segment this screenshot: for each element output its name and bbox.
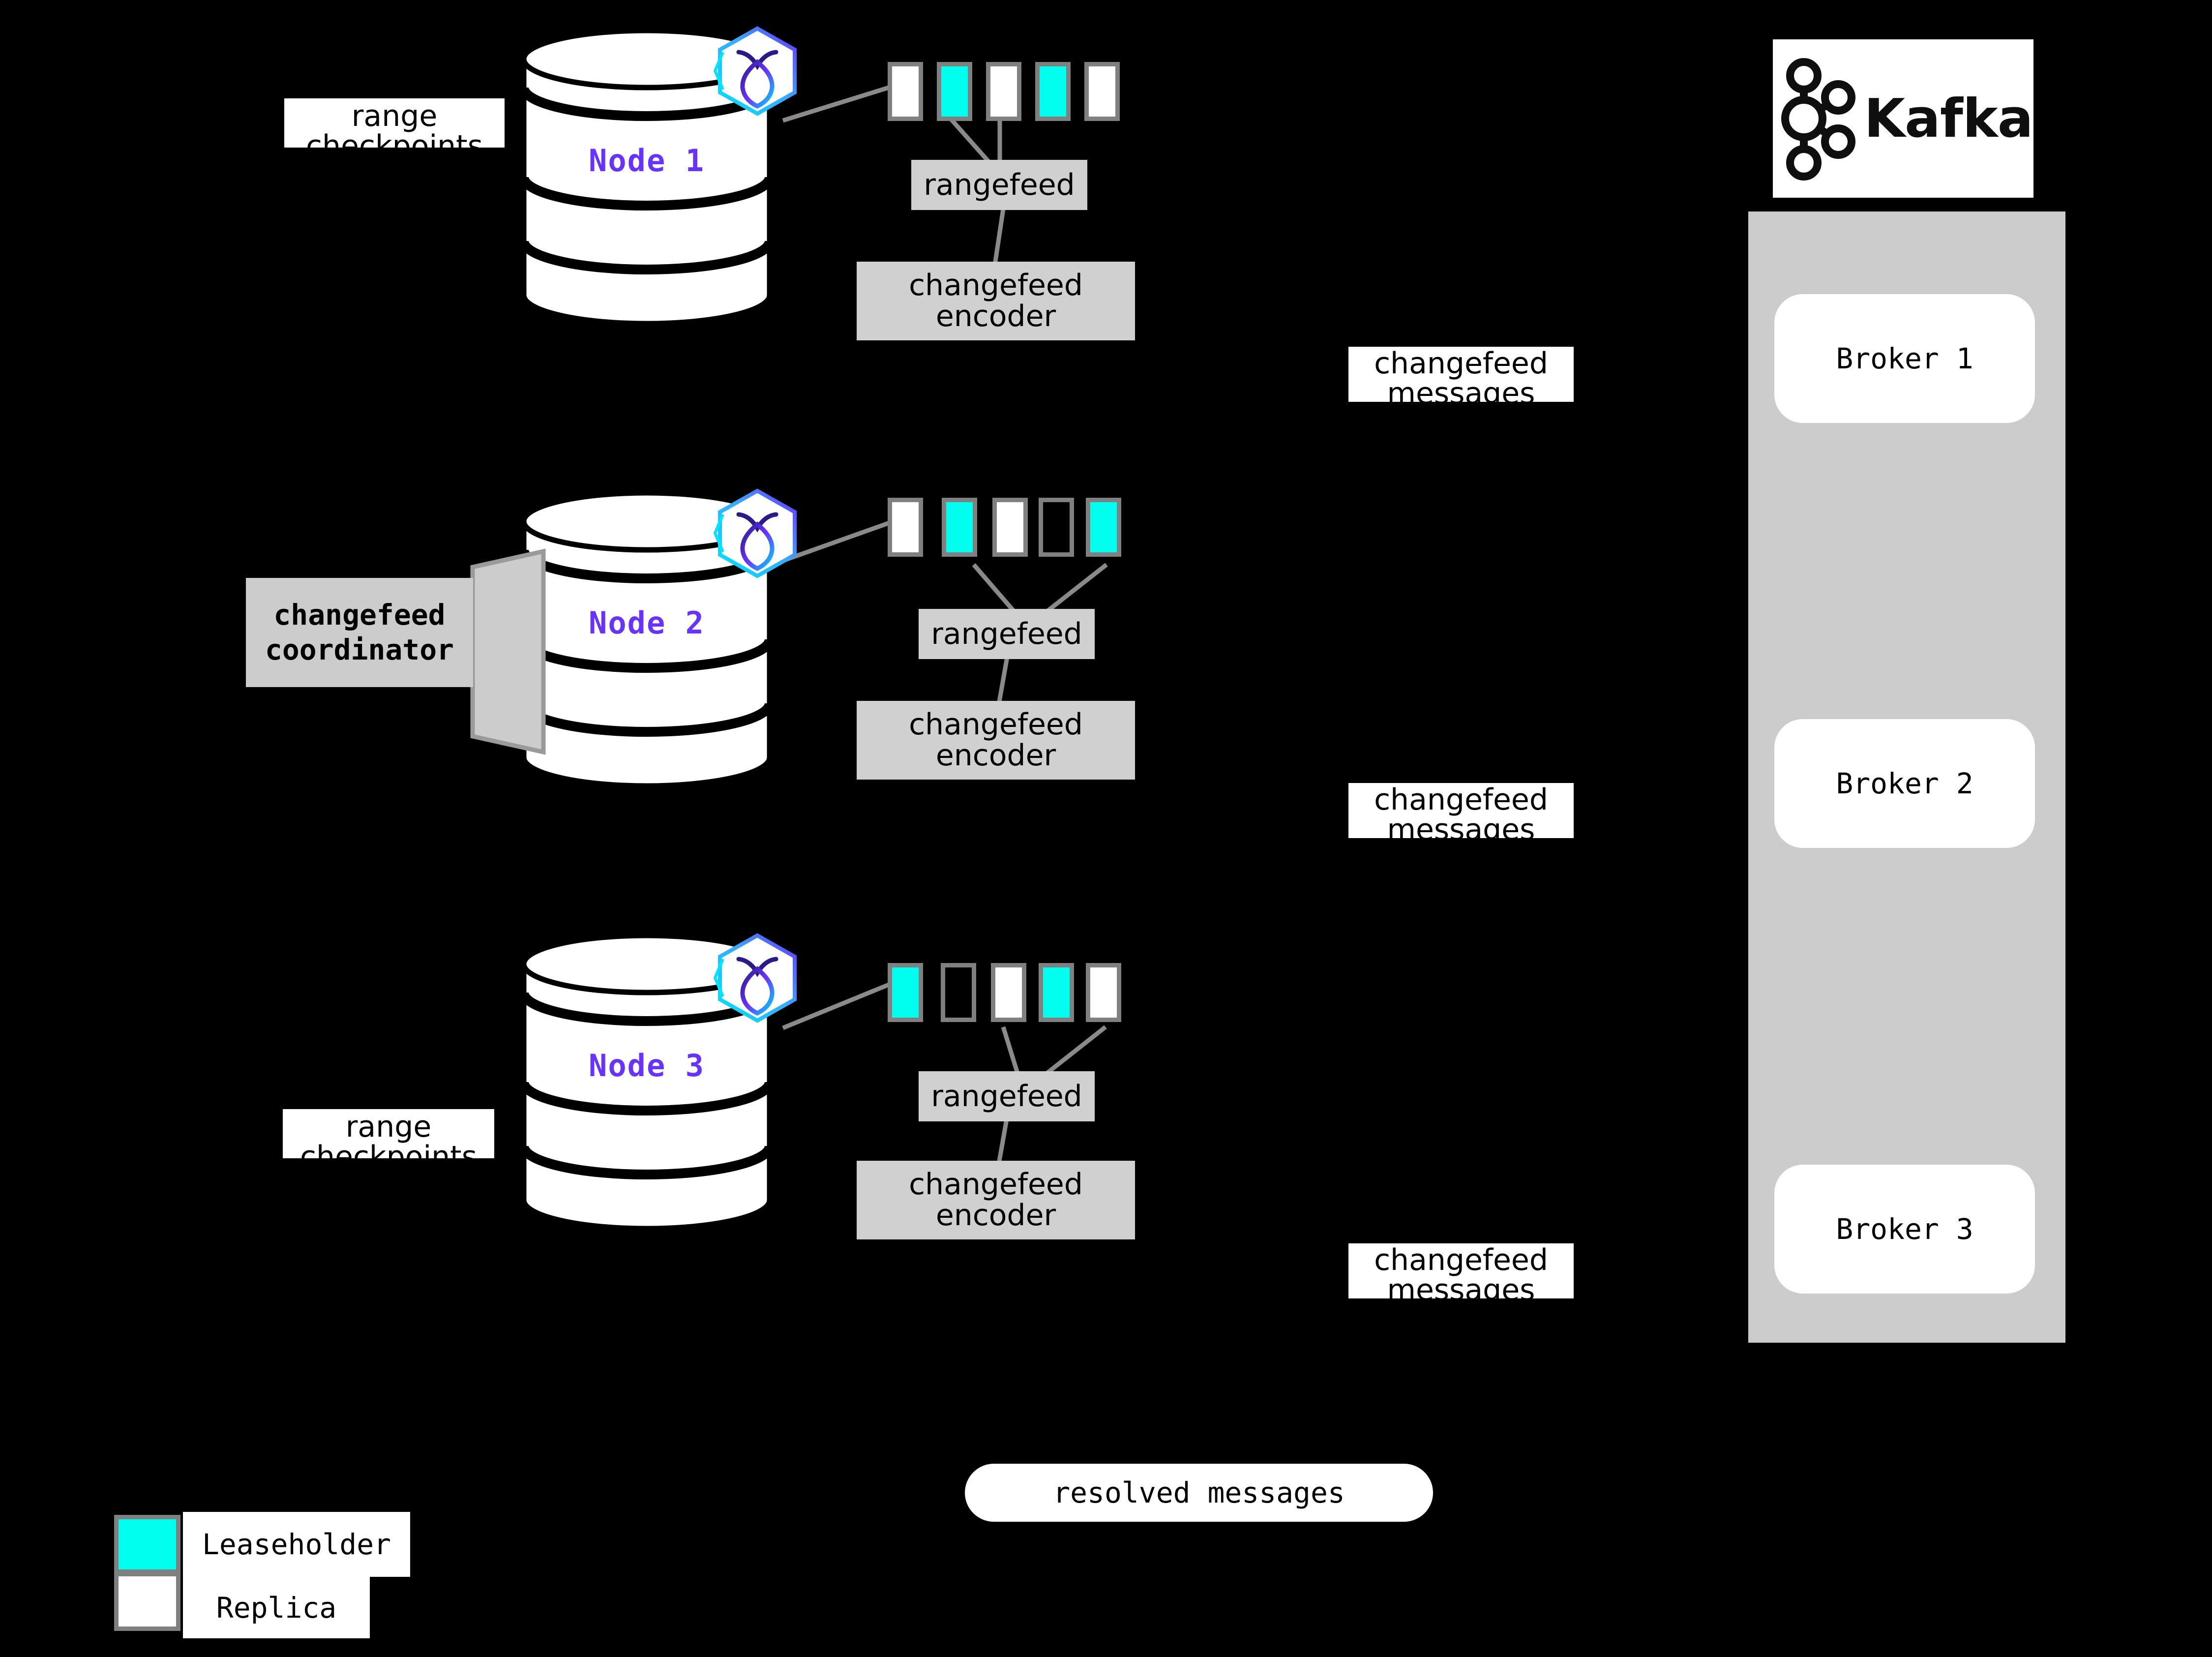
node-3-encoder-box[interactable]: changefeed encoder [857, 1161, 1135, 1239]
changefeed-messages-3-line-2: messages [1387, 1273, 1535, 1308]
changefeed-messages-3-line-1: changefeed [1374, 1243, 1548, 1277]
node-2-rangefeed-box[interactable]: rangefeed [919, 609, 1095, 659]
node-3-rangefeed-label: rangefeed [931, 1079, 1082, 1114]
legend-label-replica: Replica [183, 1577, 370, 1638]
node-3-encoder-line-2: encoder [935, 1198, 1056, 1233]
legend-swatch-replica [114, 1572, 180, 1631]
node-3-replica-2[interactable] [941, 963, 976, 1022]
node-2-encoder-box[interactable]: changefeed encoder [857, 701, 1135, 780]
broker-1[interactable]: Broker 1 [1774, 294, 2035, 423]
legend-label-leaseholder: Leaseholder [183, 1512, 410, 1577]
kafka-wordmark: Kafka [1864, 88, 2033, 150]
node-3-replica-4[interactable] [1039, 963, 1074, 1022]
legend-leaseholder-text: Leaseholder [202, 1528, 391, 1561]
node-1-rangefeed-box[interactable]: rangefeed [911, 160, 1087, 210]
changefeed-messages-label-1: changefeed messages [1348, 346, 1574, 409]
node-2-encoder-line-2: encoder [935, 738, 1056, 773]
changefeed-messages-2-line-1: changefeed [1374, 783, 1548, 817]
node-3-cylinder: Node 3 [514, 934, 779, 1230]
broker-2[interactable]: Broker 2 [1774, 719, 2035, 848]
node-2-replica-5[interactable] [1086, 498, 1121, 557]
node-3-replica-3[interactable] [991, 963, 1026, 1022]
coordinator-line-2: coordinator [265, 633, 454, 666]
node-3-encoder-line-1: changefeed [909, 1167, 1083, 1202]
broker-2-label: Broker 2 [1836, 767, 1973, 800]
range-checkpoints-2-line-1: range [345, 1110, 432, 1144]
changefeed-messages-1-line-1: changefeed [1374, 346, 1548, 381]
node-2-encoder-line-1: changefeed [909, 707, 1083, 742]
cockroachdb-hexagon-icon [708, 931, 807, 1031]
changefeed-messages-label-2: changefeed messages [1348, 783, 1574, 845]
node-3-replica-1[interactable] [888, 963, 923, 1022]
node-1-replica-5[interactable] [1084, 62, 1120, 121]
broker-1-label: Broker 1 [1836, 342, 1973, 375]
range-checkpoints-label-bottom: range checkpoints [283, 1109, 494, 1172]
legend-replica-text: Replica [216, 1591, 337, 1625]
node-2-replica-3[interactable] [992, 498, 1028, 557]
node-3-replica-5[interactable] [1086, 963, 1121, 1022]
node-1-replica-3[interactable] [986, 62, 1021, 121]
node-1-replica-1[interactable] [888, 62, 923, 121]
coordinator-line-1: changefeed [273, 598, 446, 632]
node-1-encoder-box[interactable]: changefeed encoder [857, 262, 1135, 340]
node-1-rangefeed-label: rangefeed [924, 167, 1075, 202]
broker-3[interactable]: Broker 3 [1774, 1165, 2035, 1294]
changefeed-messages-2-line-2: messages [1387, 813, 1535, 847]
node-1-replica-4[interactable] [1035, 62, 1071, 121]
changefeed-coordinator-box[interactable]: changefeed coordinator [246, 578, 473, 687]
node-2-replica-2[interactable] [942, 498, 977, 557]
coordinator-connector-wedge [470, 548, 546, 755]
node-3-rangefeed-box[interactable]: rangefeed [919, 1071, 1095, 1121]
range-checkpoints-2-line-2: checkpoints [300, 1140, 477, 1175]
range-checkpoints-label-top: range checkpoints [284, 98, 505, 161]
resolved-messages-pill: resolved messages [965, 1464, 1433, 1522]
legend-swatch-leaseholder [114, 1515, 180, 1574]
node-1-replica-2[interactable] [937, 62, 972, 121]
resolved-messages-label: resolved messages [1053, 1476, 1345, 1509]
range-checkpoints-line-1: range [351, 99, 438, 133]
broker-3-label: Broker 3 [1836, 1212, 1973, 1246]
cockroachdb-hexagon-icon [708, 486, 807, 586]
range-checkpoints-line-2: checkpoints [306, 129, 483, 164]
kafka-logo-box: Kafka [1773, 39, 2033, 198]
changefeed-messages-label-3: changefeed messages [1348, 1243, 1574, 1305]
node-1-encoder-line-2: encoder [935, 299, 1056, 333]
cockroachdb-hexagon-icon [708, 24, 807, 124]
changefeed-messages-1-line-2: messages [1387, 376, 1535, 411]
node-2-replica-1[interactable] [888, 498, 923, 557]
node-2-replica-4[interactable] [1039, 498, 1074, 557]
node-1-encoder-line-1: changefeed [909, 268, 1083, 302]
node-2-rangefeed-label: rangefeed [931, 616, 1082, 651]
kafka-node-graph-icon [1781, 58, 1856, 181]
